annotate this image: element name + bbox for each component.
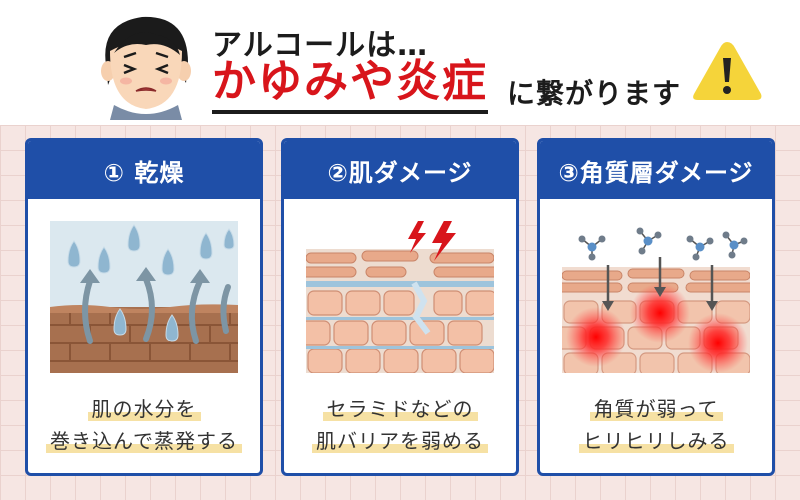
warning-triangle-icon xyxy=(693,42,762,100)
card-caption-line2: 肌バリアを弱める xyxy=(284,425,516,454)
card-stratum-damage: ③角質層ダメージ xyxy=(537,138,775,476)
card-caption-line2: 巻き込んで蒸発する xyxy=(28,425,260,454)
title-line1: アルコールは… xyxy=(212,28,429,63)
worried-woman-face-icon xyxy=(101,16,191,120)
title-line3: に繋がります xyxy=(507,77,682,110)
card-caption-line1: 肌の水分を xyxy=(28,393,260,422)
card-dryness: ① 乾燥 肌の水分を 巻き込んで蒸発する xyxy=(25,138,263,476)
skin-barrier-illustration xyxy=(306,221,494,373)
card-caption-line1: 角質が弱って xyxy=(540,393,772,422)
card-skin-damage: ②肌ダメージ セラミドなどの 肌バリアを弱める xyxy=(281,138,519,476)
card-title: ②肌ダメージ xyxy=(284,141,516,199)
card-caption-line1: セラミドなどの xyxy=(284,393,516,422)
card-title: ① 乾燥 xyxy=(28,141,260,199)
skin-dryness-illustration xyxy=(50,221,238,373)
card-caption-line2: ヒリヒリしみる xyxy=(540,425,772,454)
title-line2: かゆみや炎症 xyxy=(212,56,488,114)
card-title: ③角質層ダメージ xyxy=(540,141,772,199)
stratum-corneum-illustration xyxy=(562,221,750,373)
header: アルコールは… かゆみや炎症 に繋がります xyxy=(0,0,800,125)
